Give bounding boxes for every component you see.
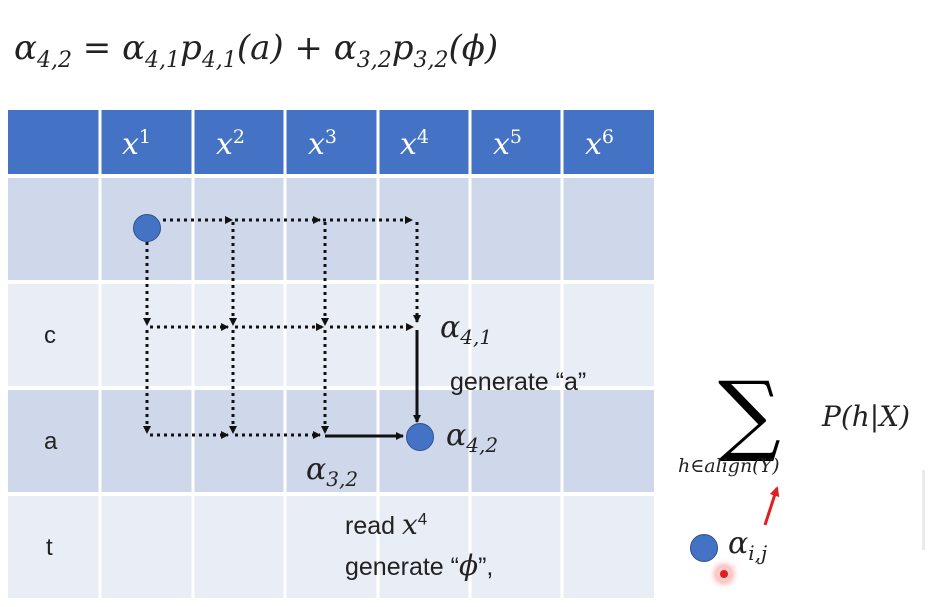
header-x2-sup: 2 <box>232 126 246 148</box>
edge-line <box>922 470 925 550</box>
alpha41-sub: 4,1 <box>460 325 493 349</box>
header-x1-sup: 1 <box>138 126 152 148</box>
formula-t1-p-sub: 4,1 <box>201 47 237 73</box>
alpha32-sub: 3,2 <box>326 467 359 491</box>
alpha41-label: α4,1 <box>440 310 492 349</box>
alpha42-sub: 4,2 <box>466 433 499 457</box>
formula-t2-arg: (ϕ) <box>448 28 499 68</box>
generate-a-label: generate “a” <box>450 368 587 396</box>
read-x4-label: read x4 <box>345 508 427 541</box>
alphaij-node <box>690 534 718 562</box>
row-label-c: c <box>44 322 56 349</box>
header-x3-sup: 3 <box>324 126 338 148</box>
formula-lhs: α <box>14 28 37 68</box>
dotted-arrows-vertical <box>143 222 421 434</box>
header-x2-base: x <box>216 127 233 162</box>
recursion-formula: α4,2 = α4,1p4,1(a) + α3,2p3,2(ϕ) <box>14 28 498 73</box>
formula-t2-alpha-sub: 3,2 <box>356 47 392 73</box>
header-x4-base: x <box>400 127 417 162</box>
alpha32-base: α <box>306 452 327 487</box>
alpha42-node <box>406 423 434 451</box>
read-prefix: read <box>345 512 402 540</box>
header-x1: x1 <box>122 126 151 162</box>
formula-lhs-sub: 4,2 <box>36 47 72 73</box>
formula-t2-alpha: α <box>333 28 357 68</box>
alpha41-base: α <box>440 310 461 345</box>
header-x5-sup: 5 <box>509 126 523 148</box>
formula-t1-arg: (a) <box>236 28 284 68</box>
table-header <box>8 110 654 174</box>
header-x3: x3 <box>308 126 337 162</box>
start-node <box>133 214 161 242</box>
formula-t1-alpha: α <box>122 28 146 68</box>
cursor-highlight <box>717 567 731 581</box>
column-dividers <box>98 110 564 598</box>
formula-t2-p: p <box>391 28 414 68</box>
generate-phi-symbol: ϕ <box>458 549 479 582</box>
header-x4-sup: 4 <box>416 126 430 148</box>
dotted-arrows-horizontal <box>150 216 414 439</box>
alpha32-label: α3,2 <box>306 452 358 491</box>
row-label-a: a <box>44 428 58 455</box>
header-x1-base: x <box>122 127 139 162</box>
alphaij-sub: i,j <box>748 541 768 565</box>
red-arrow <box>763 486 780 526</box>
header-x6-sup: 6 <box>601 126 615 148</box>
header-x5: x5 <box>493 126 522 162</box>
formula-plus: + <box>283 28 334 68</box>
alphaij-label: αi,j <box>728 526 767 565</box>
header-x6-base: x <box>585 127 602 162</box>
generate-phi-prefix: generate “ <box>345 553 459 581</box>
header-x5-base: x <box>493 127 510 162</box>
summation-expression: P(h|X) <box>822 400 911 433</box>
table-row-c <box>8 284 654 386</box>
read-sup: 4 <box>417 509 428 529</box>
formula-equals: = <box>71 28 123 68</box>
alpha42-base: α <box>446 418 467 453</box>
formula-t1-alpha-sub: 4,1 <box>145 47 181 73</box>
generate-phi-label: generate “ϕ”, <box>345 549 493 582</box>
header-x2: x2 <box>216 126 245 162</box>
table-row-a <box>8 390 654 492</box>
header-x6: x6 <box>585 126 614 162</box>
alpha42-label: α4,2 <box>446 418 498 457</box>
formula-t1-p: p <box>180 28 202 68</box>
summation-symbol: ∑ <box>718 362 781 465</box>
generate-phi-suffix: ”, <box>478 553 494 581</box>
read-x: x <box>401 508 418 541</box>
solid-arrows <box>325 330 421 440</box>
header-x3-base: x <box>308 127 325 162</box>
table-row-blank <box>8 178 654 280</box>
header-x4: x4 <box>400 126 429 162</box>
table-row-t <box>8 496 654 598</box>
summation-subscript: h∈align(Y) <box>678 455 780 477</box>
row-label-t: t <box>46 534 53 561</box>
alphaij-base: α <box>728 526 749 561</box>
formula-t2-p-sub: 3,2 <box>413 47 449 73</box>
